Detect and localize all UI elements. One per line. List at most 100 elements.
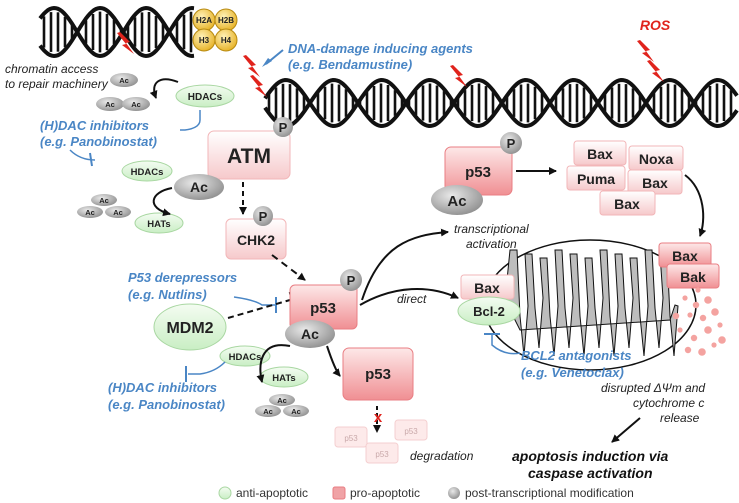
hdac-deacetylation-arrow-top — [149, 78, 179, 99]
cytochrome-c-dot — [684, 346, 692, 354]
mdm2-label: MDM2 — [166, 320, 213, 337]
cytochrome-c-dot — [682, 295, 688, 301]
p53-bottom-label: p53 — [365, 366, 391, 383]
pro-apoptotic-targets: Bax Noxa Puma Bax Bax — [566, 140, 684, 216]
lightning-icon — [647, 60, 664, 82]
acetyl-label: Ac — [447, 193, 466, 210]
disrupted-label-line1: disrupted ΔΨm and — [601, 381, 705, 395]
acetyl-group-cluster-mid: Ac Ac Ac — [77, 194, 131, 218]
cytochrome-c-dot — [698, 348, 706, 356]
p53-fragment-label: p53 — [404, 427, 418, 436]
atm-label: ATM — [227, 145, 271, 168]
acetylation-cycle-arrow — [152, 187, 173, 217]
atm-node — [207, 130, 291, 180]
hats-node-mid — [134, 212, 184, 234]
hdacs-label-top: HDACs — [188, 92, 223, 103]
inhibition-line — [491, 335, 521, 355]
phospho-label: P — [279, 120, 288, 135]
acetylation-cycle-arrow-bottom — [256, 344, 291, 383]
p53-fragment-label: p53 — [344, 434, 358, 443]
lightning-icon — [117, 32, 134, 54]
bcl2-antagonists-line2: (e.g. Venetoclax) — [521, 365, 624, 380]
disrupted-label-line3: release — [660, 411, 700, 425]
phospho-badge-chk2 — [253, 206, 273, 226]
acetyl-group-cluster-top: Ac Ac Ac — [96, 73, 150, 111]
dna-damage-agents-line2: (e.g. Bendamustine) — [288, 57, 412, 72]
phospho-label: P — [507, 136, 516, 151]
dna-helix-main — [263, 77, 739, 129]
hdacs-node-mid — [121, 160, 173, 182]
bax-target-label: Bax — [614, 196, 640, 212]
acetyl-label: Ac — [301, 326, 319, 342]
histone-h2b: H2B — [218, 16, 234, 25]
dna-helix-top-left — [38, 5, 195, 59]
cytochrome-c-dot — [677, 327, 683, 333]
chk2-label: CHK2 — [237, 232, 275, 248]
direct-label: direct — [397, 292, 427, 306]
inhibition-line — [180, 110, 201, 131]
p53-to-bottom-p53-arrow — [326, 345, 341, 377]
lightning-icon — [450, 65, 467, 87]
acetyl-label: Ac — [113, 208, 123, 217]
cytochrome-c-dot — [687, 312, 693, 318]
phospho-badge-atm — [273, 117, 293, 137]
legend-pro-swatch — [332, 486, 346, 500]
legend-ptm-label: post-transcriptional modification — [465, 486, 634, 500]
bax-target-label: Bax — [587, 146, 613, 162]
cytochrome-c-dot — [672, 312, 680, 320]
acetyl-label: Ac — [263, 407, 273, 416]
acetyl-label: Ac — [277, 396, 287, 405]
transcriptional-label-line1: transcriptional — [454, 222, 529, 236]
block-mark-icon: x — [374, 409, 383, 426]
inhibition-line — [233, 296, 275, 306]
cytochrome-c-dot — [695, 287, 701, 293]
hdac-inhibitors-bottom-line1: (H)DAC inhibitors — [108, 380, 217, 395]
acetyl-badge-p53-center — [285, 320, 335, 348]
hats-label-bottom: HATs — [272, 373, 295, 384]
hdacs-label-bottom: HDACs — [229, 352, 262, 363]
cytochrome-c-particles — [672, 287, 726, 356]
cytochrome-c-dot — [717, 322, 723, 328]
acetyl-label: Ac — [99, 196, 109, 205]
histone-h2a: H2A — [196, 16, 212, 25]
lightning-icon — [243, 55, 260, 77]
cytochrome-c-dot — [692, 301, 700, 309]
cytochrome-c-dot — [690, 334, 698, 342]
bax-mito-label: Bax — [474, 280, 500, 296]
cytochrome-c-dot — [711, 342, 717, 348]
histone-octamer: H2A H2B H3 H4 — [192, 8, 238, 52]
legend-pro-label: pro-apoptotic — [350, 486, 420, 500]
hdacs-node-top — [175, 84, 235, 108]
ros-label: ROS — [640, 17, 671, 33]
degradation-label: degradation — [410, 449, 474, 463]
acetyl-label: Ac — [291, 407, 301, 416]
puma-target-label: Puma — [577, 171, 615, 187]
chk2-to-p53-arrow — [271, 254, 306, 281]
dna-damage-lightning-icons — [117, 32, 664, 97]
hdac-inhibitors-bottom-line2: (e.g. Panobinostat) — [108, 397, 225, 412]
bcl2-node — [457, 296, 521, 326]
acetyl-badge-p53-top — [431, 185, 483, 215]
bax-pore-label: Bax — [672, 248, 698, 264]
apoptosis-label-line1: apoptosis induction via — [512, 448, 669, 464]
p53-direct-arrow — [359, 287, 459, 306]
lightning-icon — [250, 75, 267, 97]
hats-label-mid: HATs — [147, 219, 170, 230]
release-to-apoptosis-arrow — [611, 417, 641, 443]
p53-derepressors-line1: P53 derepressors — [128, 270, 237, 285]
cytochrome-c-dot — [704, 326, 712, 334]
histone-h4: H4 — [221, 36, 232, 45]
bcl2-antagonists-line1: BCL2 antagonists — [521, 348, 632, 363]
legend: anti-apoptotic pro-apoptotic post-transc… — [218, 486, 634, 500]
hdacs-node-bottom — [219, 345, 271, 367]
acetyl-label: Ac — [105, 100, 115, 109]
bcl2-label: Bcl-2 — [473, 304, 505, 319]
disrupted-label-line2: cytochrome c — [633, 396, 704, 410]
p53-bottom-node — [342, 347, 414, 401]
noxa-target-label: Noxa — [639, 151, 673, 167]
phospho-badge-p53-top — [500, 132, 522, 154]
inhibition-tee — [89, 152, 93, 167]
mdm2-inhibits-p53-line — [227, 299, 291, 319]
hdac-inhibitors-top-line2: (e.g. Panobinostat) — [40, 134, 157, 149]
